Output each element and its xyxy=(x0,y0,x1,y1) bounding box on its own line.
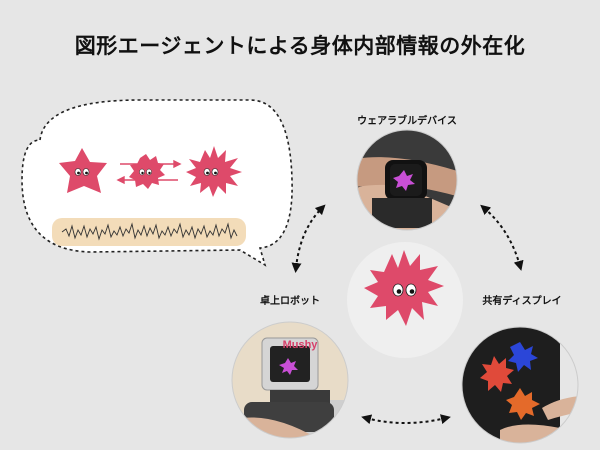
mushy-name-label: Mushy xyxy=(282,339,318,351)
star-agent-shape xyxy=(59,148,107,193)
diagram-title: 図形エージェントによる身体内部情報の外在化 xyxy=(74,34,526,58)
desktop-robot-label: 卓上ロボット xyxy=(260,296,320,307)
star-agent-eyes-icon xyxy=(74,168,90,176)
wearable-device-label: ウェアラブルデバイス xyxy=(357,116,457,127)
mushy-agent-node xyxy=(347,242,463,358)
spiky-agent-shape xyxy=(186,146,242,197)
connection-arrows xyxy=(291,204,524,425)
wearable-device-node xyxy=(357,130,457,230)
shared-display-label: 共有ディスプレイ xyxy=(482,296,562,307)
heartbeat-waveform xyxy=(52,218,246,246)
vibration-arrows-icon xyxy=(116,159,182,185)
